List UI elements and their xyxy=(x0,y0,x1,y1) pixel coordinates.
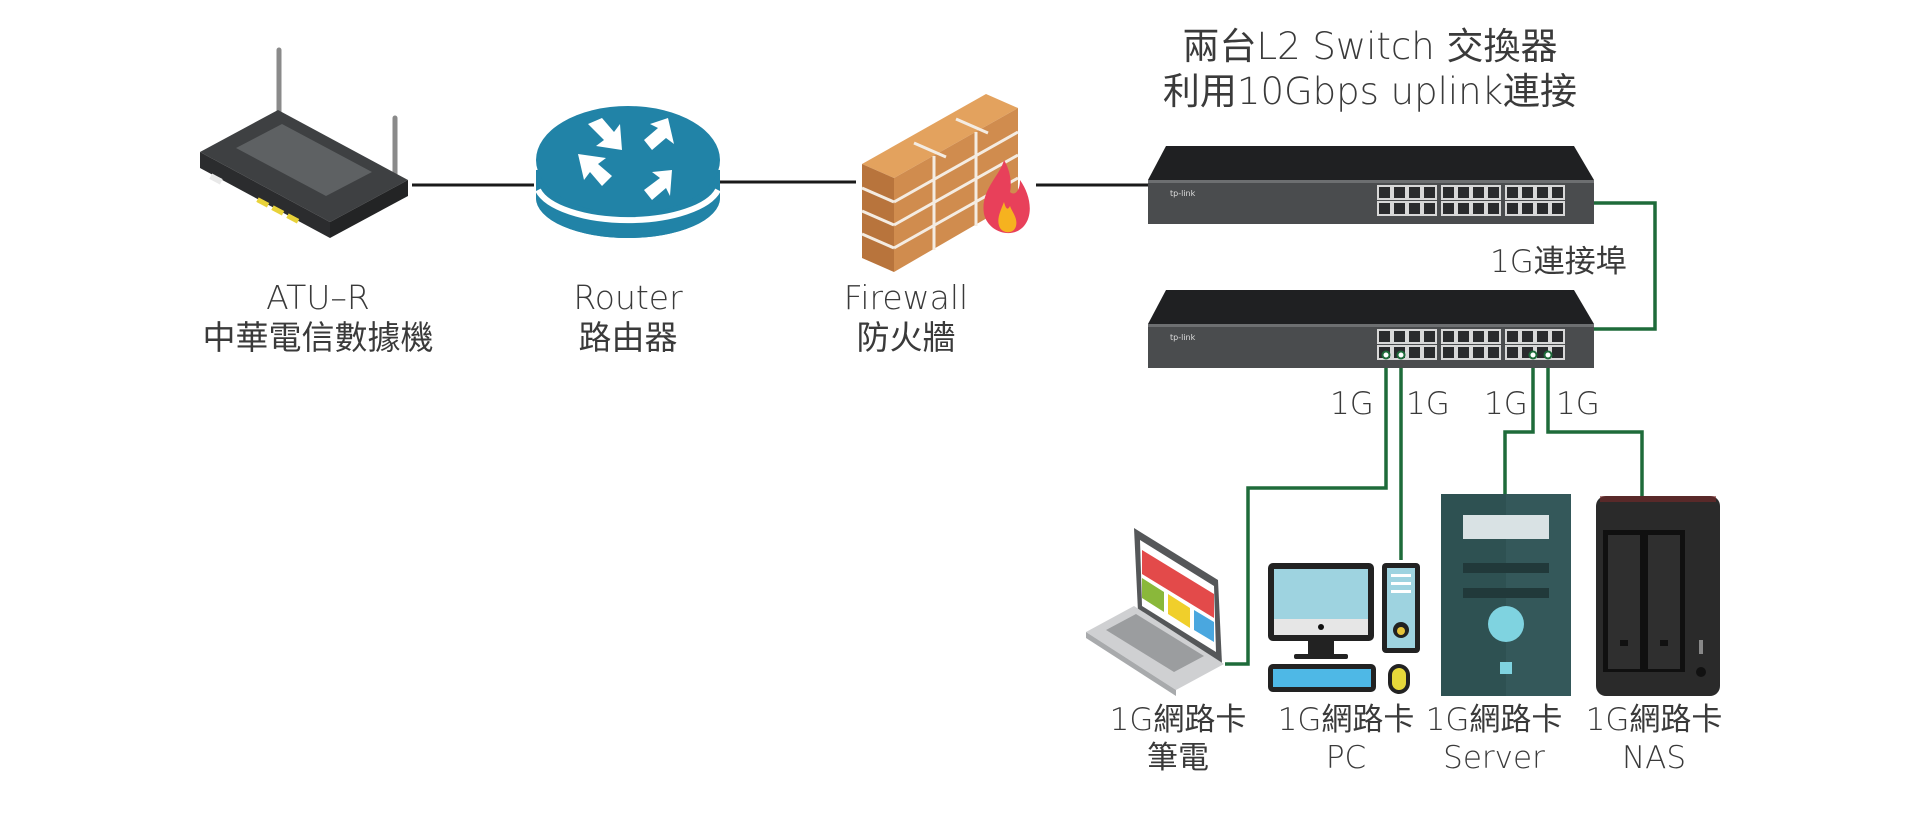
pc-name: PC xyxy=(1325,739,1367,776)
ethernet-port xyxy=(1552,347,1563,358)
ethernet-port xyxy=(1424,331,1435,342)
ethernet-port xyxy=(1473,347,1484,358)
server-name: Server xyxy=(1443,739,1545,776)
server-label: 1G網路卡 Server xyxy=(1414,702,1574,778)
ethernet-port xyxy=(1443,203,1454,214)
ethernet-port xyxy=(1522,203,1533,214)
ethernet-port xyxy=(1424,347,1435,358)
firewall-label: Firewall 防火牆 xyxy=(806,278,1006,359)
ethernet-port xyxy=(1473,331,1484,342)
ethernet-port xyxy=(1409,347,1420,358)
ethernet-port xyxy=(1409,203,1420,214)
wire-switch-nas xyxy=(1546,358,1644,496)
ethernet-port xyxy=(1443,187,1454,198)
uplink-port-label: 1G連接埠 xyxy=(1490,244,1627,280)
ethernet-port xyxy=(1394,331,1405,342)
ethernet-port xyxy=(1458,203,1469,214)
title-line-2: 利用10Gbps uplink連接 xyxy=(1162,70,1578,114)
ethernet-port xyxy=(1507,203,1518,214)
title-line-1: 兩台L2 Switch 交換器 xyxy=(1182,25,1558,68)
laptop-nic: 1G網路卡 xyxy=(1109,702,1247,738)
router-name: Router xyxy=(573,278,683,317)
ethernet-port xyxy=(1522,187,1533,198)
wire-switch-uplink xyxy=(1592,201,1657,331)
wire-switch-laptop xyxy=(1225,358,1388,666)
port-label-server: 1G xyxy=(1484,386,1528,422)
ethernet-port xyxy=(1488,187,1499,198)
ethernet-port xyxy=(1537,203,1548,214)
laptop-name: 筆電 xyxy=(1147,739,1209,776)
ethernet-port xyxy=(1552,187,1563,198)
ethernet-port xyxy=(1443,347,1454,358)
ethernet-port xyxy=(1522,331,1533,342)
switch-pair-title: 兩台L2 Switch 交換器 利用10Gbps uplink連接 xyxy=(1160,24,1580,114)
switch-ports-bottom xyxy=(1377,329,1565,360)
firewall-name: Firewall xyxy=(843,278,969,317)
ethernet-port xyxy=(1424,203,1435,214)
ethernet-port xyxy=(1537,347,1548,358)
ethernet-port xyxy=(1409,187,1420,198)
atu-r-desc: 中華電信數據機 xyxy=(202,318,434,358)
ethernet-port xyxy=(1507,331,1518,342)
green-wires xyxy=(1225,201,1657,666)
ethernet-port xyxy=(1537,187,1548,198)
ethernet-port xyxy=(1394,187,1405,198)
ethernet-port xyxy=(1409,331,1420,342)
atu-r-label: ATU–R 中華電信數據機 xyxy=(168,278,468,359)
ethernet-port xyxy=(1488,331,1499,342)
port-label-pc: 1G xyxy=(1406,386,1450,422)
ethernet-port xyxy=(1458,347,1469,358)
nas-name: NAS xyxy=(1621,739,1687,776)
nas-nic: 1G網路卡 xyxy=(1585,702,1723,738)
port-link-dots xyxy=(1381,350,1553,360)
switch-ports-top xyxy=(1377,185,1565,216)
pc-nic: 1G網路卡 xyxy=(1277,702,1415,738)
active-port-dot xyxy=(1528,350,1538,360)
server-nic: 1G網路卡 xyxy=(1425,702,1563,738)
ethernet-port xyxy=(1552,331,1563,342)
firewall-desc: 防火牆 xyxy=(856,318,956,358)
router-desc: 路由器 xyxy=(578,318,678,358)
switch-brand-text: tp-link xyxy=(1170,333,1196,342)
ethernet-port xyxy=(1552,203,1563,214)
laptop-label: 1G網路卡 筆電 xyxy=(1098,702,1258,778)
ethernet-port xyxy=(1507,347,1518,358)
ethernet-port xyxy=(1473,203,1484,214)
active-port-dot xyxy=(1381,350,1391,360)
port-label-laptop: 1G xyxy=(1330,386,1374,422)
nas-label: 1G網路卡 NAS xyxy=(1574,702,1734,778)
ethernet-port xyxy=(1522,347,1533,358)
router-label: Router 路由器 xyxy=(528,278,728,359)
active-port-dot xyxy=(1396,350,1406,360)
switch-brand-text: tp-link xyxy=(1170,189,1196,198)
ethernet-port xyxy=(1394,203,1405,214)
ethernet-port xyxy=(1379,203,1390,214)
wire-switch-server xyxy=(1503,358,1535,494)
ethernet-port xyxy=(1473,187,1484,198)
ethernet-port xyxy=(1443,331,1454,342)
ethernet-port xyxy=(1458,187,1469,198)
ethernet-port xyxy=(1424,187,1435,198)
ethernet-port xyxy=(1507,187,1518,198)
active-port-dot xyxy=(1543,350,1553,360)
black-wires xyxy=(412,180,1148,187)
pc-label: 1G網路卡 PC xyxy=(1266,702,1426,778)
atu-r-name: ATU–R xyxy=(266,278,370,317)
ethernet-port xyxy=(1379,331,1390,342)
ethernet-port xyxy=(1537,331,1548,342)
ethernet-port xyxy=(1379,187,1390,198)
ethernet-port xyxy=(1458,331,1469,342)
ethernet-port xyxy=(1488,203,1499,214)
ethernet-port xyxy=(1488,347,1499,358)
port-label-nas: 1G xyxy=(1556,386,1600,422)
